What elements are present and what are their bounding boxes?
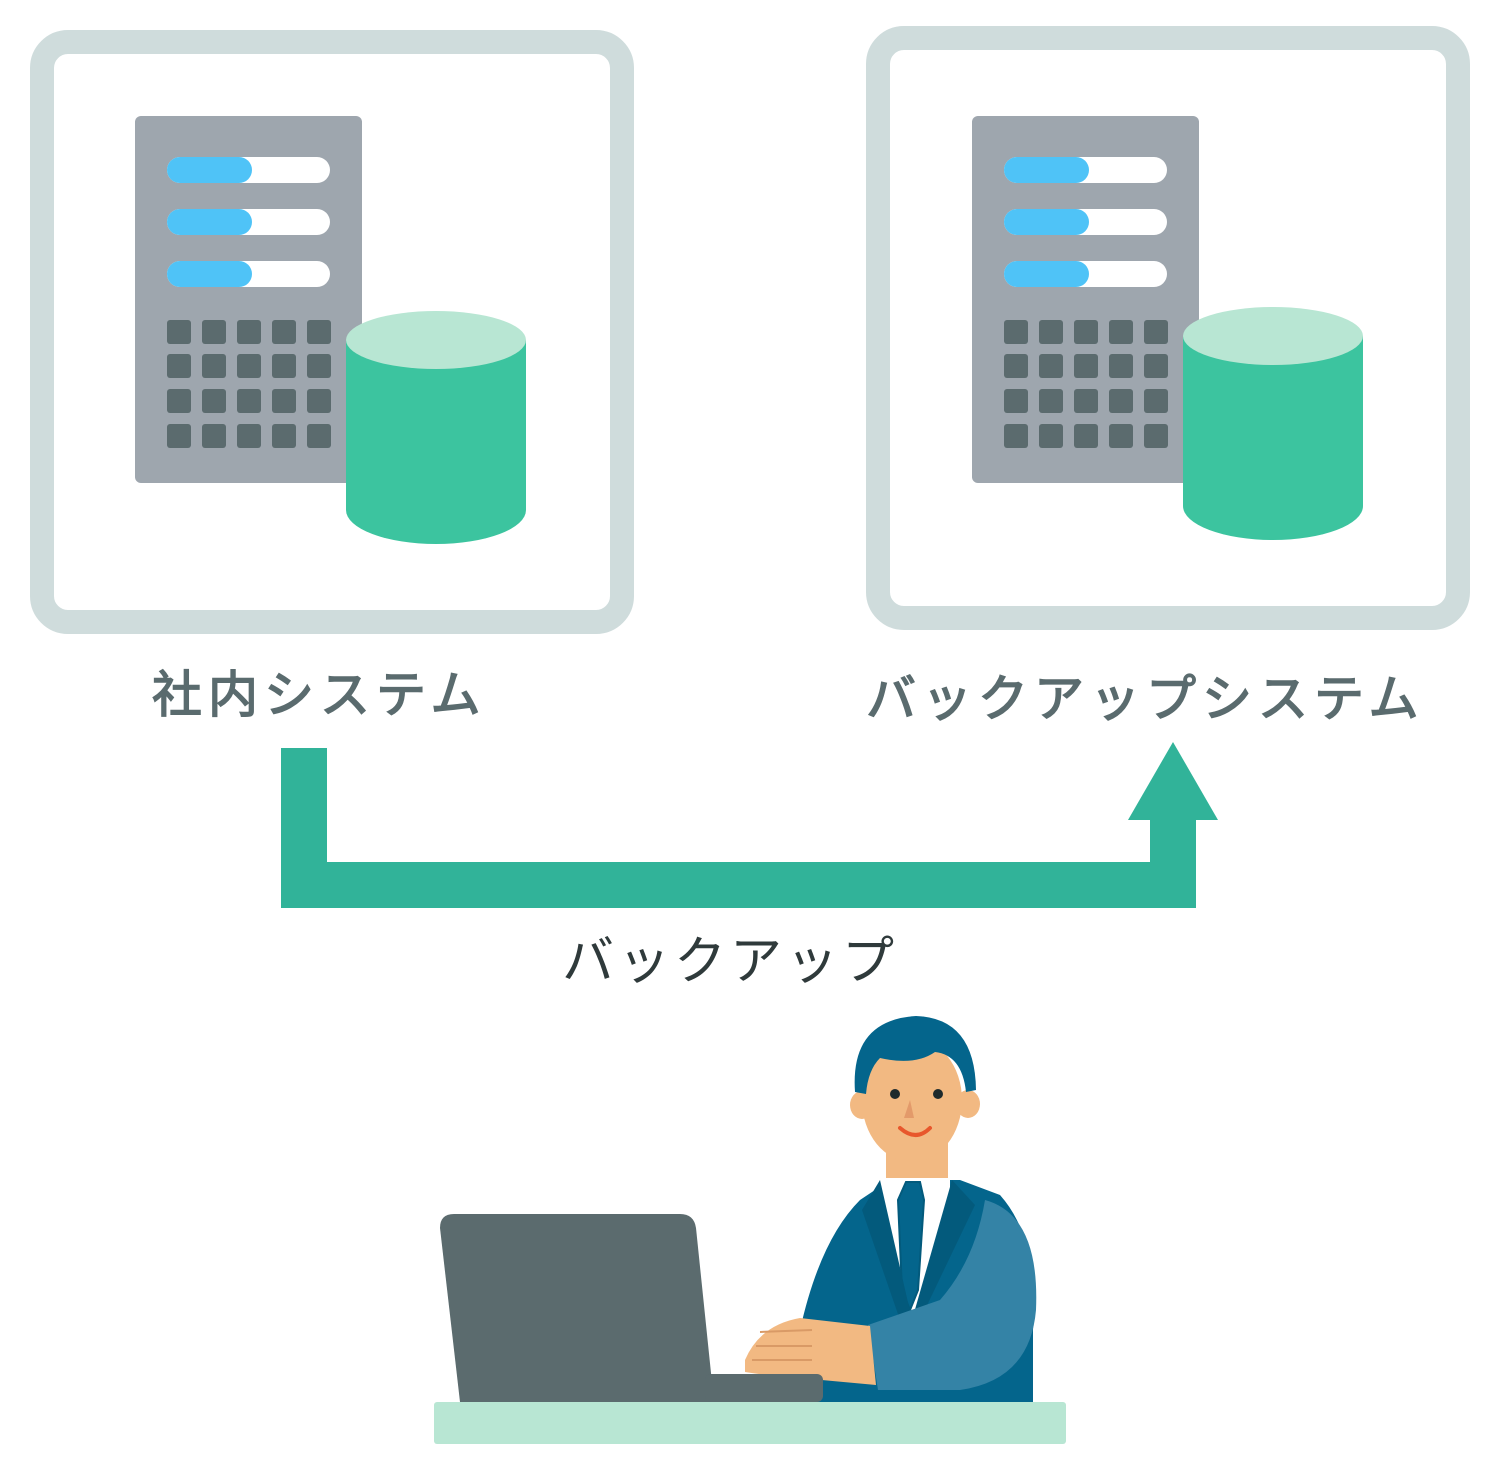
arrow-icon xyxy=(281,742,1218,908)
laptop-icon xyxy=(440,1214,823,1402)
database-icon xyxy=(1183,307,1363,540)
server-vent-grid xyxy=(1004,320,1168,448)
internal-system-label: 社内システム xyxy=(152,666,487,724)
server-icon xyxy=(972,116,1199,483)
server-icon xyxy=(135,116,362,483)
server-slots xyxy=(167,157,330,287)
backup-action-label: バックアップ xyxy=(562,932,899,992)
person-icon xyxy=(745,1016,1037,1402)
backup-system-label: バックアップシステム xyxy=(866,670,1425,728)
database-icon xyxy=(346,311,526,544)
desk xyxy=(434,1402,1066,1444)
server-vent-grid xyxy=(167,320,331,448)
server-slots xyxy=(1004,157,1167,287)
